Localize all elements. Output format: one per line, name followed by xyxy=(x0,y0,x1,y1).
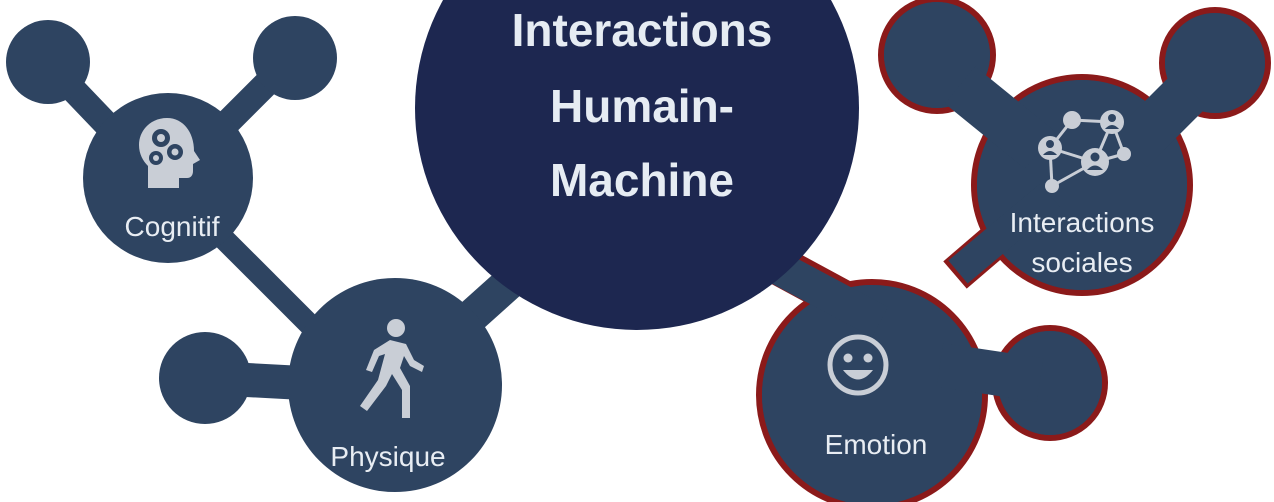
social-label-line-1: Interactions xyxy=(1010,207,1155,238)
walking-person-icon xyxy=(360,319,424,418)
center-title-line-1: Interactions xyxy=(512,4,773,56)
social-label-line-2: sociales xyxy=(1031,247,1132,278)
emotion-label: Emotion xyxy=(825,429,928,460)
physique-label: Physique xyxy=(330,441,445,472)
smiley-face-icon xyxy=(827,334,889,396)
cognitif-label: Cognitif xyxy=(125,211,220,242)
head-gears-icon xyxy=(139,118,200,188)
center-node xyxy=(415,0,859,330)
social-network-icon xyxy=(1038,110,1131,193)
center-title-line-2: Humain- xyxy=(550,80,734,132)
center-title-line-3: Machine xyxy=(550,154,734,206)
social-emotion-cluster xyxy=(750,0,1271,502)
